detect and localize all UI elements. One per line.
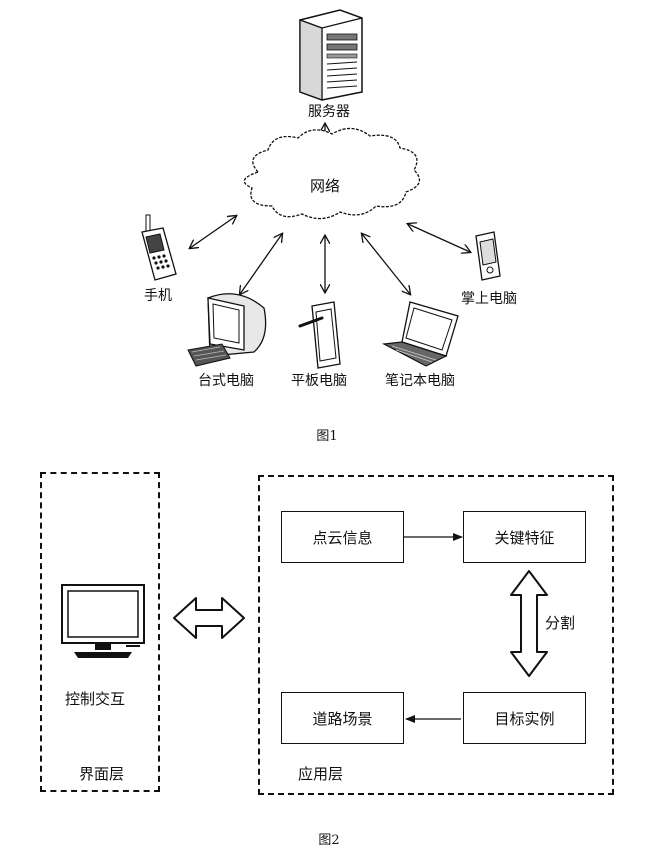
point-cloud-box: 点云信息 [281, 511, 404, 563]
arrow-phone [190, 216, 236, 248]
device-arrows [190, 216, 470, 294]
figure2-caption: 图2 [318, 833, 340, 848]
arrow-palmtop [408, 224, 470, 252]
phone-icon [141, 214, 177, 281]
interface-layer-label: 界面层 [79, 765, 125, 783]
desktop-icon [187, 293, 267, 367]
segmentation-arrow [510, 570, 548, 677]
tablet-label: 平板电脑 [291, 373, 347, 389]
laptop-label: 笔记本电脑 [385, 373, 455, 389]
road-scene-box: 道路场景 [281, 692, 404, 744]
figure1-diagram [141, 9, 501, 369]
laptop-icon [381, 301, 459, 367]
key-features-box: 关键特征 [463, 511, 586, 563]
figure1-caption: 图1 [316, 429, 338, 444]
interface-layer-box [40, 472, 160, 792]
monitor-icon [61, 584, 145, 658]
arrow-laptop [362, 234, 410, 294]
desktop-label: 台式电脑 [198, 373, 254, 389]
segmentation-label: 分割 [545, 614, 576, 632]
tablet-icon [298, 301, 341, 369]
palmtop-label: 掌上电脑 [461, 291, 517, 307]
phone-label: 手机 [144, 288, 172, 304]
monitor-label: 控制交互 [65, 690, 126, 708]
application-layer-box [258, 475, 614, 795]
server-icon [299, 9, 363, 101]
target-instance-box: 目标实例 [463, 692, 586, 744]
arrow-desktop [240, 234, 282, 294]
layer-interaction-arrow [173, 597, 245, 639]
palmtop-icon [475, 231, 501, 281]
application-layer-label: 应用层 [298, 765, 344, 783]
network-label: 网络 [309, 177, 341, 195]
network-cloud-icon [243, 127, 421, 220]
server-label: 服务器 [308, 104, 350, 120]
